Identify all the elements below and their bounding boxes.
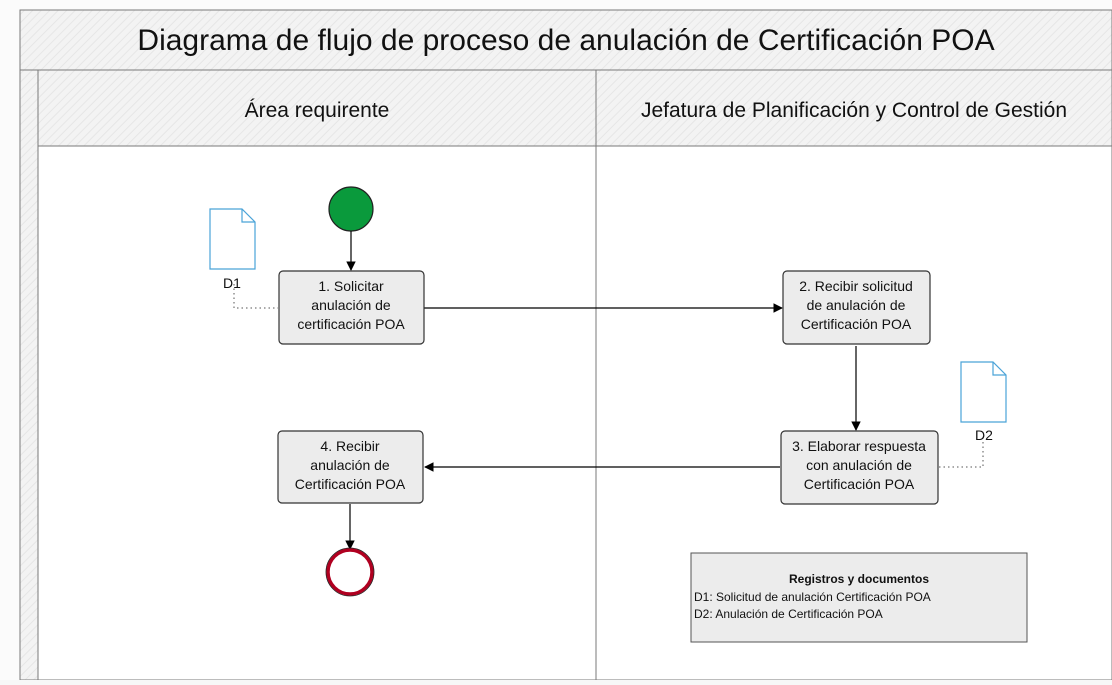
- task-4: 4. Recibir anulación de Certificación PO…: [277, 430, 424, 504]
- task-4-line-3: Certificación POA: [295, 476, 406, 492]
- lane-label-area-requirente: Área requirente: [245, 99, 390, 122]
- association-d2-t3: [932, 442, 984, 468]
- records-box-item-d2: D2: Anulación de Certificación POA: [694, 607, 883, 621]
- association-d1-t1: [233, 284, 278, 309]
- task-3-line-1: 3. Elaborar respuesta: [792, 438, 926, 454]
- records-box-item-d1: D1: Solicitud de anulación Certificación…: [694, 590, 931, 604]
- task-1: 1. Solicitar anulación de certificación …: [278, 270, 425, 345]
- start-event: [328, 186, 374, 232]
- task-2-line-3: Certificación POA: [801, 316, 912, 332]
- task-2: 2. Recibir solicitud de anulación de Cer…: [782, 270, 931, 345]
- end-event: [326, 548, 374, 596]
- lane-label-jefatura: Jefatura de Planificación y Control de G…: [641, 99, 1067, 122]
- pool-side-band: [19, 69, 39, 681]
- task-4-line-1: 4. Recibir: [320, 438, 379, 454]
- task-4-line-2: anulación de: [310, 457, 390, 473]
- end-event-outline: [325, 547, 375, 597]
- task-2-line-2: de anulación de: [807, 297, 906, 313]
- title-band: [19, 9, 1112, 71]
- document-d1-label: D1: [223, 275, 241, 291]
- task-1-line-2: anulación de: [311, 297, 391, 313]
- lane-body-area-requirente: [37, 145, 597, 681]
- task-3: 3. Elaborar respuesta con anulación de C…: [780, 430, 939, 505]
- task-1-line-3: certificación POA: [297, 316, 405, 332]
- document-d2-label: D2: [975, 427, 993, 443]
- task-3-line-3: Certificación POA: [804, 476, 915, 492]
- diagram-title: Diagrama de flujo de proceso de anulació…: [137, 24, 994, 57]
- document-d2-icon: [960, 361, 1007, 423]
- task-3-line-2: con anulación de: [806, 457, 912, 473]
- records-box-title: Registros y documentos: [789, 572, 929, 586]
- document-d1-icon: [209, 208, 256, 270]
- task-1-line-1: 1. Solicitar: [318, 278, 384, 294]
- records-box: Registros y documentos D1: Solicitud de …: [690, 552, 1028, 643]
- task-2-line-1: 2. Recibir solicitud: [799, 278, 913, 294]
- lane-header-jefatura: [595, 69, 1112, 147]
